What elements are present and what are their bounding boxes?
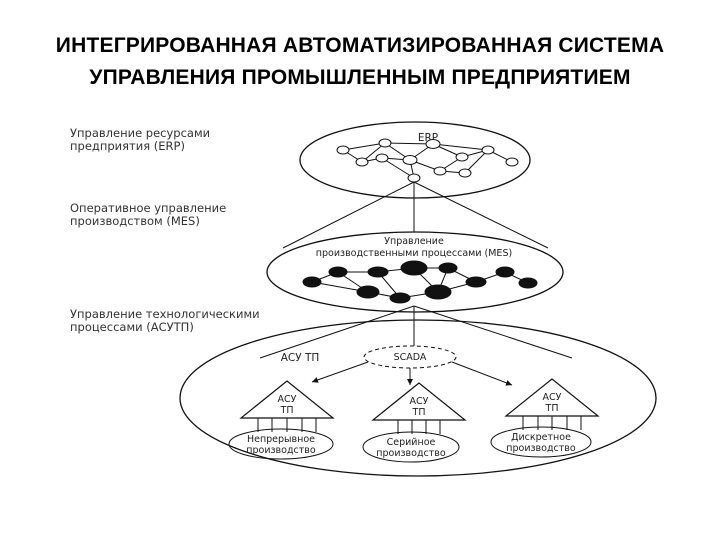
unit-2-prod-line1: Серийное xyxy=(387,437,436,448)
erp-mes-connectors xyxy=(282,181,549,249)
level-acs-line1: Управление технологическими xyxy=(70,307,260,321)
unit-1-prod-line2: производство xyxy=(246,445,316,456)
unit-2-prod-line2: производство xyxy=(376,448,446,459)
mes-acs-connectors xyxy=(259,305,573,359)
unit-3-line2: ТП xyxy=(545,403,559,414)
acs-ellipse: АСУ ТП SCADA АСУ ТП Непрерывное xyxy=(179,319,657,477)
mes-network-nodes xyxy=(302,260,538,304)
scada-node: SCADA xyxy=(363,345,457,369)
title-line-1: ИНТЕГРИРОВАННАЯ АВТОМАТИЗИРОВАННАЯ СИСТЕ… xyxy=(55,34,665,57)
level-label-erp: Управление ресурсами предприятия (ERP) xyxy=(70,126,210,153)
unit-2-line1: АСУ xyxy=(410,396,429,407)
level-mes-line1: Оперативное управление xyxy=(70,201,226,215)
level-label-acs: Управление технологическими процессами (… xyxy=(70,307,260,334)
unit-3-prod-line2: производство xyxy=(506,443,576,454)
unit-1-line2: ТП xyxy=(280,405,294,416)
unit-3-legs xyxy=(522,416,582,430)
acs-unit-3: АСУ ТП Дискретное производство xyxy=(490,378,600,458)
level-erp-line2: предприятия (ERP) xyxy=(70,139,185,153)
scada-label: SCADA xyxy=(394,352,427,363)
page-title: ИНТЕГРИРОВАННАЯ АВТОМАТИЗИРОВАННАЯ СИСТЕ… xyxy=(0,30,720,94)
acs-unit-1: АСУ ТП Непрерывное производство xyxy=(228,380,335,460)
erp-ellipse: ERP xyxy=(299,121,531,199)
level-erp-line1: Управление ресурсами xyxy=(70,126,210,140)
unit-1-prod-line1: Непрерывное xyxy=(247,434,315,445)
unit-3-line1: АСУ xyxy=(543,392,562,403)
acs-label: АСУ ТП xyxy=(281,352,320,364)
mes-label-line2: производственными процессами (MES) xyxy=(316,248,512,259)
unit-2-line2: ТП xyxy=(412,407,426,418)
unit-1-line1: АСУ xyxy=(278,394,297,405)
scada-arrows xyxy=(311,361,513,386)
level-acs-line2: процессами (АСУТП) xyxy=(70,320,194,334)
level-label-mes: Оперативное управление производством (ME… xyxy=(70,201,226,228)
acs-unit-2: АСУ ТП Серийное производство xyxy=(362,382,467,463)
title-line-2: УПРАВЛЕНИЯ ПРОМЫШЛЕННЫМ ПРЕДПРИЯТИЕМ xyxy=(89,66,631,89)
mes-label-line1: Управление xyxy=(384,236,444,247)
level-mes-line2: производством (MES) xyxy=(70,214,200,228)
mes-ellipse: Управление производственными процессами … xyxy=(266,231,564,313)
unit-3-prod-line1: Дискретное xyxy=(511,432,571,443)
erp-network-nodes xyxy=(336,138,519,183)
